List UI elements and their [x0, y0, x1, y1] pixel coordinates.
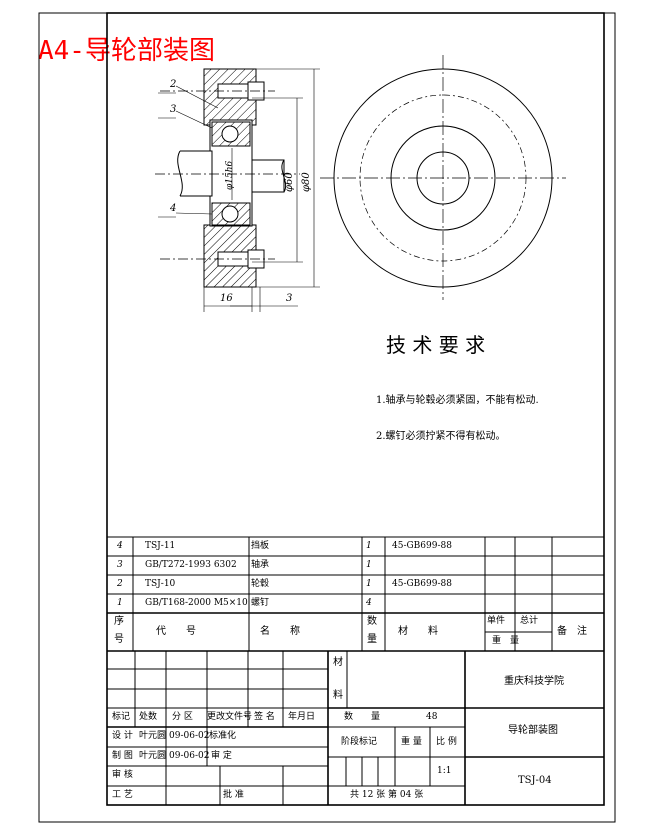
titleblock-grid: [107, 651, 604, 805]
tb-change-doc: 更改文件号: [207, 712, 253, 722]
tb-drawing-name: 导轮部装图: [508, 725, 558, 736]
dim-60: φ60: [284, 172, 295, 192]
tb-count: 处数: [139, 712, 158, 722]
bom-header-name: 名 称: [260, 626, 300, 637]
bom-code: TSJ-11: [145, 541, 176, 551]
dim-80: φ80: [301, 172, 312, 192]
bom-header-material: 材 料: [398, 626, 438, 637]
callout-3: 3: [170, 104, 177, 115]
bom-header-total: 总计: [520, 616, 539, 626]
bom-name: 轮毂: [251, 579, 270, 589]
bom-header-code: 代 号: [156, 626, 196, 637]
bom-header-unit: 单件: [487, 616, 506, 626]
tb-quantity-label: 数 量: [344, 712, 381, 722]
tb-check: 审 核: [112, 770, 133, 780]
tb-design-date: 09-06-02: [169, 731, 210, 741]
bom-name: 轴承: [251, 560, 270, 570]
tech-req-item-2: 2.螺钉必须拧紧不得有松动。: [376, 431, 506, 442]
bom-no: 1: [117, 598, 123, 608]
bom-code: TSJ-10: [145, 579, 176, 589]
tech-req-heading: 技 术 要 求: [386, 333, 486, 357]
callout-2: 2: [170, 79, 177, 90]
outer-border: [38, 12, 616, 823]
tb-drawing-no: TSJ-04: [518, 775, 552, 786]
tb-draw-date: 09-06-02: [169, 751, 210, 761]
tb-process: 工 艺: [112, 790, 133, 800]
tb-designer: 叶元圆: [139, 731, 167, 741]
bom-qty: 1: [366, 560, 372, 570]
bom-name: 螺钉: [251, 598, 270, 608]
bom-no: 4: [117, 541, 123, 551]
bom-material: 45-GB699-88: [392, 541, 452, 551]
bom-header-qty1: 数: [367, 616, 377, 627]
tb-zone: 分 区: [172, 712, 193, 722]
tb-cai: 材: [333, 657, 343, 668]
bom-header-no1: 序: [114, 616, 124, 627]
tb-drawer: 叶元圆: [139, 751, 167, 761]
bom-header-no2: 号: [114, 634, 124, 645]
tech-req-item-1: 1.轴承与轮毂必须紧固，不能有松动.: [376, 395, 539, 406]
dim-shaft: φ15h6: [225, 160, 235, 190]
tb-stage: 阶段标记: [341, 737, 378, 747]
tb-std: 标准化: [209, 731, 237, 741]
tb-date-col: 年月日: [288, 712, 316, 722]
bom-qty: 4: [366, 598, 372, 608]
tb-weight: 重 量: [401, 737, 422, 747]
bom-grid: [107, 536, 604, 652]
tb-design: 设 计: [112, 731, 133, 741]
dim-3: 3: [286, 293, 293, 304]
bom-qty: 1: [366, 541, 372, 551]
callout-4: 4: [170, 203, 177, 214]
tb-liao: 料: [333, 690, 343, 701]
bom-header-qty2: 量: [367, 634, 377, 645]
tb-mark: 标记: [112, 712, 131, 722]
front-view: [320, 55, 566, 300]
bom-material: 45-GB699-88: [392, 579, 452, 589]
dim-16: 16: [220, 293, 233, 304]
inner-border: [106, 12, 605, 806]
sheet-title: A4-导轮部装图: [38, 36, 215, 66]
tb-school: 重庆科技学院: [504, 676, 564, 687]
tb-sheets: 共 12 张 第 04 张: [350, 790, 424, 800]
bom-code: GB/T272-1993 6302: [145, 560, 237, 570]
tb-sign: 签 名: [254, 712, 275, 722]
tb-review: 审 定: [211, 751, 232, 761]
bom-header-remark: 备 注: [557, 626, 587, 637]
tb-approve: 批 准: [223, 790, 244, 800]
bom-no: 3: [117, 560, 123, 570]
bom-name: 挡板: [251, 541, 270, 551]
bom-header-weight: 重 量: [492, 636, 520, 646]
tb-scale-val: 1:1: [437, 766, 452, 776]
tb-draw: 制 图: [112, 751, 133, 761]
bom-code: GB/T168-2000 M5×10: [145, 598, 248, 608]
tb-scale: 比 例: [436, 737, 457, 747]
bom-qty: 1: [366, 579, 372, 589]
section-view: [155, 68, 320, 312]
tb-quantity: 48: [426, 712, 438, 722]
bom-no: 2: [117, 579, 123, 589]
